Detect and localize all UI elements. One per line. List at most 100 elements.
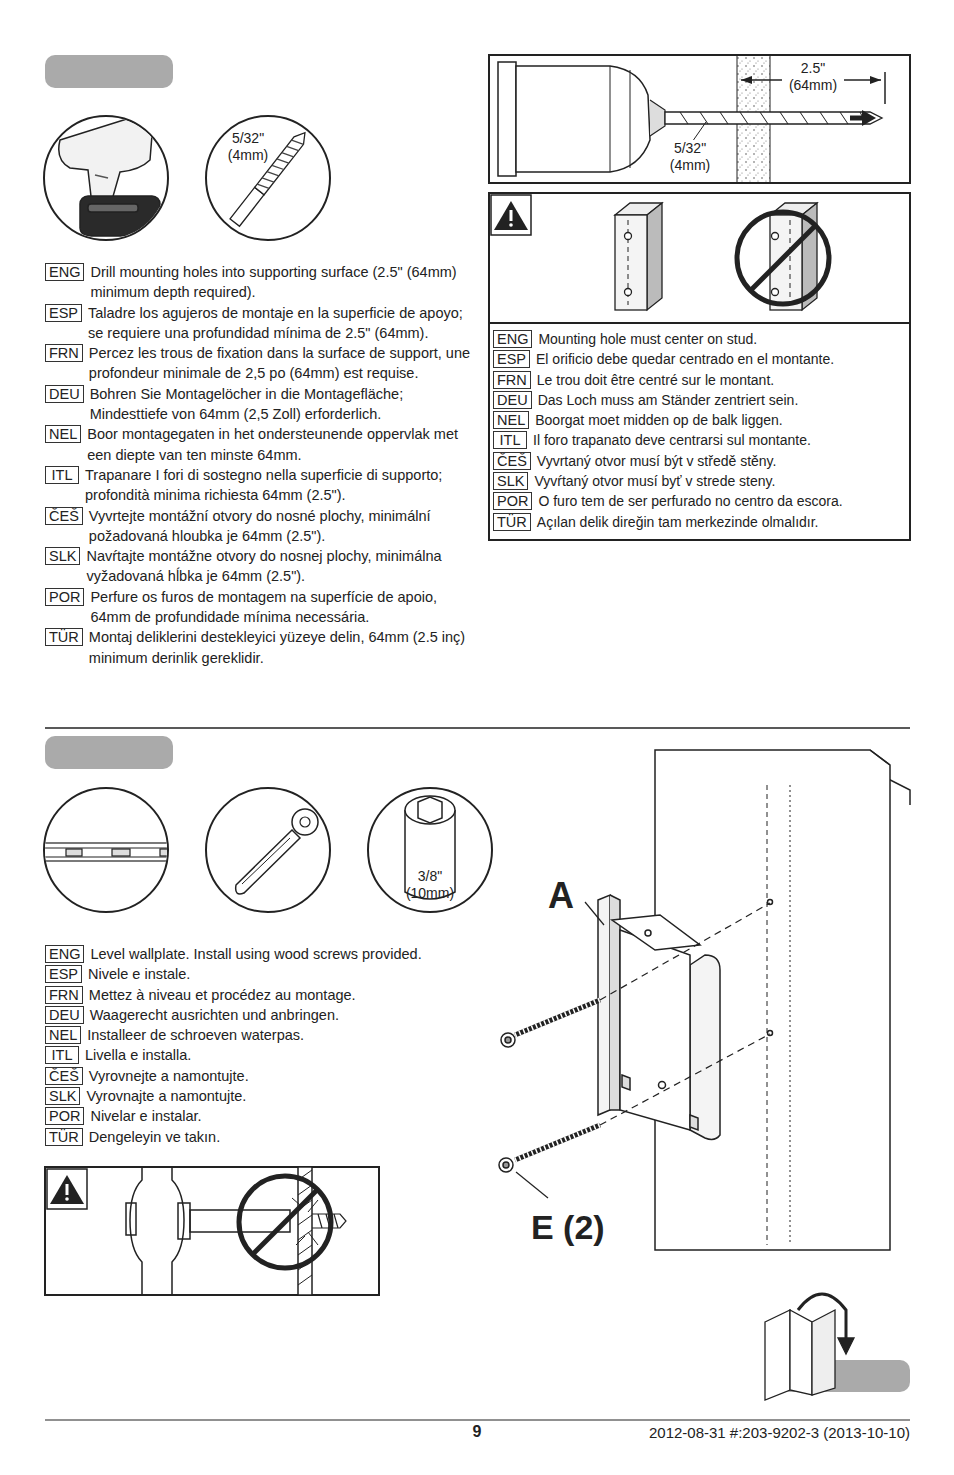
instruction-row: ENGLevel wallplate. Install using wood s…: [45, 944, 485, 964]
language-code-text: ENG: [49, 264, 80, 280]
language-code-text: FRN: [49, 987, 79, 1003]
dimension-text: 3/8" (10mm): [398, 868, 462, 902]
language-code: TÜR: [493, 513, 531, 531]
instruction-row: ITLIl foro trapanato deve centrarsi sul …: [493, 430, 907, 450]
warning-panel-part: [737, 212, 829, 304]
instruction-row: TÜRDengeleyin ve takın.: [45, 1127, 485, 1147]
instruction-row: SLKNavŕtajte montážne otvory do nosnej p…: [45, 546, 480, 587]
overtighten-warning-part: [65, 1197, 69, 1201]
overtighten-warning: [45, 1167, 379, 1295]
warning-panel-part: [615, 203, 817, 310]
wallplate-figure-part: [870, 750, 890, 765]
wallplate-figure-part: [767, 785, 768, 1245]
drilling-figure-part: [650, 100, 665, 136]
instruction-text: Taladre los agujeros de montaje en la su…: [88, 303, 480, 344]
warning-panel: [489, 193, 910, 540]
wallplate-figure-part: [790, 785, 791, 1245]
language-code: ESP: [45, 965, 82, 983]
ratchet-tool-part: [236, 830, 300, 894]
instruction-row: ESPEl orificio debe quedar centrado en e…: [493, 349, 907, 369]
step-pill-part: [45, 55, 173, 88]
language-code: FRN: [45, 344, 83, 362]
socket-tool: [368, 788, 492, 912]
language-code-text: FRN: [49, 345, 79, 361]
warning-panel-part: [510, 210, 513, 221]
dimension-text: 5/32" (4mm): [220, 130, 276, 164]
instruction-row: ČEŠ Vyrovnejte a namontujte.: [45, 1066, 485, 1086]
part-letter: A: [548, 876, 588, 916]
language-code-text: ESP: [497, 351, 526, 367]
instruction-text: Le trou doit être centré sur le montant.: [537, 370, 907, 390]
drill-tool-part-part: [88, 204, 138, 212]
instruction-text: Vyvrtejte montážní otvory do nosné ploch…: [89, 506, 480, 547]
dimension-label: 2.5" (64mm): [782, 60, 844, 94]
drilling-figure-part: [498, 62, 516, 176]
instruction-text: Montaj deliklerini destekleyici yüzeye d…: [89, 627, 480, 668]
instruction-row: FRNMettez à niveau et procédez au montag…: [45, 985, 485, 1005]
language-code: ITL: [45, 466, 79, 484]
language-code: ENG: [45, 945, 84, 963]
instruction-row: NELInstalleer de schroeven waterpas.: [45, 1025, 485, 1045]
drill-tool-part-part: [130, 112, 160, 135]
circle-callout: 3/8" (10mm): [368, 788, 492, 912]
drilling-figure-part: [665, 112, 882, 124]
warning-panel-part: [491, 195, 531, 235]
page-turn-icon: [765, 1294, 854, 1400]
page-turn-icon-part: [798, 1294, 846, 1340]
instruction-text: Das Loch muss am Ständer zentriert sein.: [538, 390, 907, 410]
warning-panel-part: [751, 226, 815, 290]
drilling-figure-part: [516, 66, 650, 172]
instruction-row: DEUWaagerecht ausrichten und anbringen.: [45, 1005, 485, 1025]
language-code: ITL: [493, 431, 527, 449]
warning-panel-part-part: [772, 233, 779, 240]
level-tool: [44, 788, 194, 912]
wallplate-figure-part: [505, 1037, 511, 1043]
instruction-text: Vyrovnejte a namontujte.: [89, 1066, 485, 1086]
instruction-row: ESP Nivele e instale.: [45, 964, 485, 984]
drill-tool: [44, 112, 170, 240]
level-tool-part: [44, 843, 194, 861]
instruction-row: DEU Das Loch muss am Ständer zentriert se…: [493, 390, 907, 410]
drill-bit-part: [206, 116, 330, 240]
overtighten-warning-part: [126, 1167, 346, 1295]
part-letter: E (2): [531, 1208, 631, 1246]
drill-tool-part: [44, 116, 168, 240]
ratchet-tool-part: [242, 838, 290, 884]
divider: [45, 727, 910, 729]
language-code-text: ČEŠ: [49, 1068, 79, 1084]
instruction-row: FRNLe trou doit être centré sur le monta…: [493, 370, 907, 390]
language-code: NEL: [45, 425, 81, 443]
instruction-text: Boorgat moet midden op de balk liggen.: [535, 410, 907, 430]
instruction-list: ENGLevel wallplate. Install using wood s…: [45, 944, 485, 1147]
language-code-text: DEU: [49, 1007, 80, 1023]
language-code: ENG: [493, 330, 532, 348]
instruction-text: Nivele e instale.: [88, 964, 485, 984]
wallplate-figure-part: [600, 903, 770, 1000]
wallplate-figure-part: [612, 915, 700, 950]
wallplate-figure-part: [622, 1075, 630, 1090]
language-code: SLK: [493, 472, 528, 490]
instruction-row: PORPerfure os furos de montagem na super…: [45, 587, 480, 628]
instruction-row: FRNPercez les trous de fixation dans la …: [45, 343, 480, 384]
wallplate-figure-part: [503, 1162, 509, 1168]
language-code-text: ENG: [49, 946, 80, 962]
instruction-list: ENGDrill mounting holes into supporting …: [45, 262, 480, 668]
instruction-row: DEUBohren Sie Montagelöcher in die Monta…: [45, 384, 480, 425]
language-code-text: TÜR: [49, 1129, 79, 1145]
warning-panel-part: [489, 322, 910, 324]
overtighten-warning-part: [47, 1169, 87, 1209]
language-code: POR: [45, 1107, 84, 1125]
warning-panel-part: [494, 201, 528, 230]
level-tool-part-part: [66, 849, 82, 856]
wallplate-figure-part: [690, 955, 720, 1139]
drill-tool-part-part: [80, 196, 160, 236]
language-code-text: NEL: [497, 412, 525, 428]
language-code: ČEŠ: [45, 507, 83, 525]
step-pill-part: [45, 736, 173, 769]
wallplate-figure-part: [598, 895, 610, 1115]
warning-panel-part-part: [647, 203, 662, 310]
instruction-text: Trapanare I fori di sostegno nella super…: [85, 465, 480, 506]
language-code-text: DEU: [497, 392, 528, 408]
wallplate-figure-part: [515, 1000, 600, 1035]
